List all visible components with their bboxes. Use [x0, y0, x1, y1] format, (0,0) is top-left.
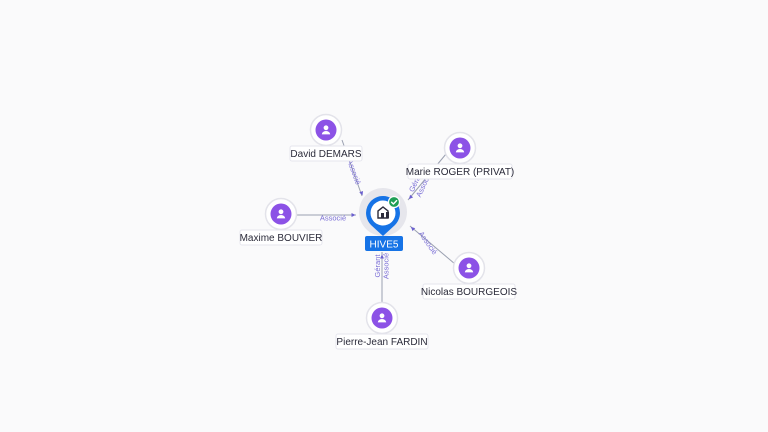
person-icon — [321, 125, 331, 135]
check-icon — [387, 195, 401, 209]
role-1: Associé — [382, 253, 391, 279]
edge-role-label: Associé — [345, 158, 362, 186]
person-icon — [276, 209, 286, 219]
edge-arrow — [410, 227, 416, 232]
person-name: Marie ROGER (PRIVAT) — [406, 167, 515, 178]
edge-pierre: GérantAssocié — [373, 252, 391, 302]
person-name: Maxime BOUVIER — [240, 233, 323, 244]
person-icon — [377, 313, 387, 323]
person-node-marie[interactable]: Marie ROGER (PRIVAT) — [406, 131, 515, 180]
person-name: David DEMARS — [290, 149, 361, 160]
edge-arrow — [351, 213, 356, 217]
person-node-maxime[interactable]: Maxime BOUVIER — [239, 197, 323, 246]
nodes-layer: David DEMARS Marie ROGER (PRIVAT) Maxime B… — [239, 113, 517, 350]
edge-nicolas: Associé — [409, 225, 456, 265]
company-node[interactable]: HIVE5 — [359, 188, 407, 251]
edge-role-label: GérantAssocié — [373, 253, 391, 279]
person-label-box — [239, 229, 323, 246]
edge-role-label: Associé — [320, 214, 346, 223]
building-icon — [377, 206, 389, 219]
person-label-box — [407, 163, 513, 180]
person-name: Nicolas BOURGEOIS — [421, 287, 517, 298]
role-0: Associé — [417, 230, 439, 257]
edge-arrow — [409, 194, 414, 200]
edge-maxime: Associé — [297, 213, 356, 223]
person-node-nicolas[interactable]: Nicolas BOURGEOIS — [421, 251, 517, 300]
edge-role-label: Associé — [417, 230, 439, 257]
person-icon — [464, 263, 474, 273]
person-node-pierre[interactable]: Pierre-Jean FARDIN — [335, 301, 429, 350]
company-label-box — [365, 236, 403, 251]
role-0: Associé — [320, 214, 346, 223]
person-node-david[interactable]: David DEMARS — [289, 113, 363, 162]
person-label-box — [289, 145, 363, 162]
role-0: Associé — [345, 158, 362, 186]
role-0: Gérant — [373, 254, 382, 278]
edge-line — [409, 225, 456, 265]
person-label-box — [422, 283, 516, 300]
person-name: Pierre-Jean FARDIN — [336, 337, 427, 348]
company-name: HIVE5 — [370, 240, 399, 251]
person-label-box — [335, 333, 429, 350]
edge-arrow — [380, 254, 384, 259]
edge-arrow — [359, 190, 364, 196]
person-icon — [455, 143, 465, 153]
